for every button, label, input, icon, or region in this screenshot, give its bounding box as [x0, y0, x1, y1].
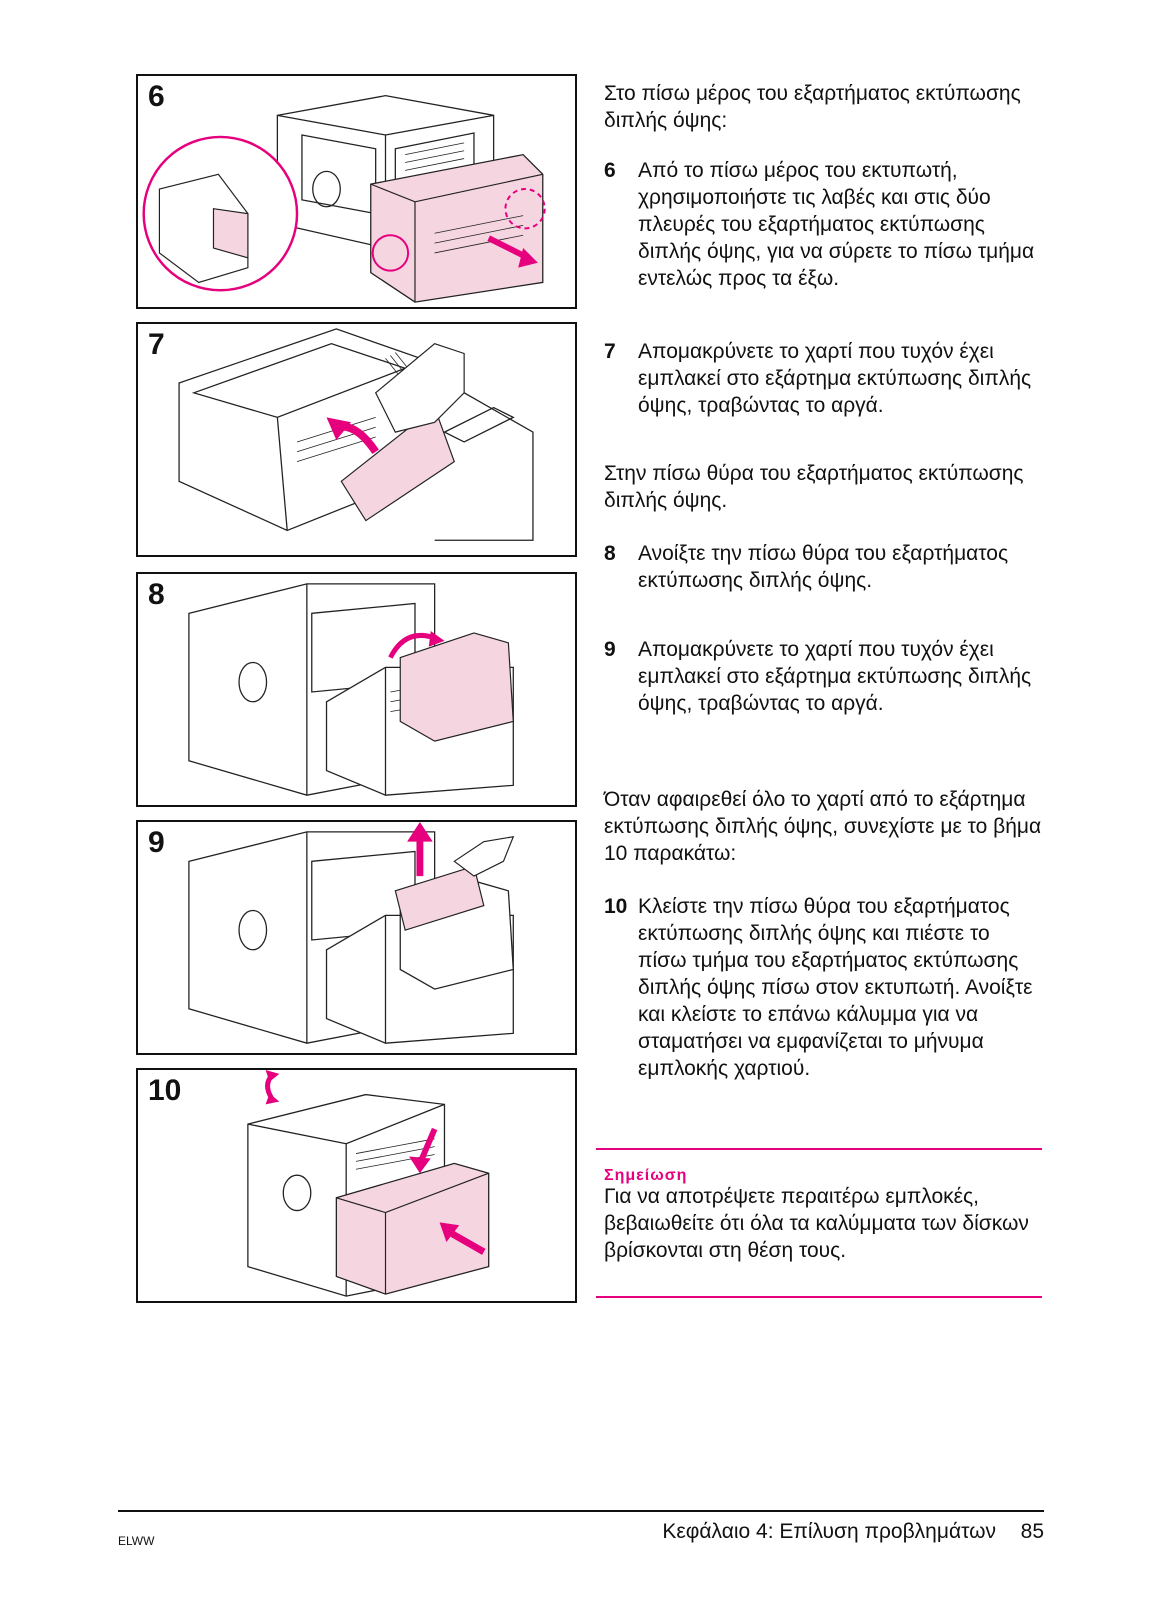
page-number: 85: [1020, 1520, 1044, 1543]
note-text: Για να αποτρέψετε περαιτέρω εμπλοκές, βε…: [604, 1185, 1029, 1262]
remove-jammed-paper-illustration: [178, 328, 534, 541]
printer-duplex-slide-out-illustration: [142, 95, 546, 303]
step-number-7: 7: [148, 328, 165, 361]
step-number-6: 6: [148, 80, 165, 113]
footer-rule: [118, 1510, 1044, 1512]
intro-rear-duplex: Στο πίσω μέρος του εξαρτήματος εκτύπωσης…: [604, 82, 1021, 132]
illustration-step-8: 8: [136, 572, 577, 807]
open-rear-door-illustration: [188, 583, 514, 796]
intro-continue: Όταν αφαιρεθεί όλο το χαρτί από το εξάρτ…: [604, 788, 1042, 865]
step-number-8: 8: [148, 578, 165, 611]
footer-left-label: ELWW: [118, 1534, 155, 1548]
footer-chapter: Κεφάλαιο 4: Επίλυση προβλημάτων: [662, 1520, 996, 1543]
pull-paper-from-rear-door-illustration: [188, 822, 515, 1044]
step-10-number: 10: [604, 895, 628, 918]
intro-rear-door: Στην πίσω θύρα του εξαρτήματος εκτύπωσης…: [604, 462, 1024, 512]
close-rear-door-illustration: [247, 1070, 490, 1297]
step-6-number: 6: [604, 159, 616, 182]
illustration-step-10: 10: [136, 1068, 577, 1303]
step-8-number: 8: [604, 542, 616, 565]
illustration-step-9: 9: [136, 820, 577, 1055]
step-number-9: 9: [148, 826, 165, 859]
step-10-text: Κλείστε την πίσω θύρα του εξαρτήματος εκ…: [638, 895, 1033, 1080]
note-bottom-rule: [596, 1296, 1042, 1298]
step-9-number: 9: [604, 638, 616, 661]
step-8-text: Ανοίξτε την πίσω θύρα του εξαρτήματος εκ…: [638, 542, 1009, 592]
step-7-number: 7: [604, 340, 616, 363]
step-6-text: Από το πίσω μέρος του εκτυπωτή, χρησιμοπ…: [638, 159, 1035, 290]
illustration-step-6: 6: [136, 74, 577, 309]
note-title: Σημείωση: [604, 1167, 688, 1184]
step-7-text: Απομακρύνετε το χαρτί που τυχόν έχει εμπ…: [638, 340, 1032, 417]
step-9-text: Απομακρύνετε το χαρτί που τυχόν έχει εμπ…: [638, 638, 1032, 715]
step-number-10: 10: [148, 1074, 182, 1107]
note-top-rule: [596, 1148, 1042, 1150]
illustration-step-7: 7: [136, 322, 577, 557]
